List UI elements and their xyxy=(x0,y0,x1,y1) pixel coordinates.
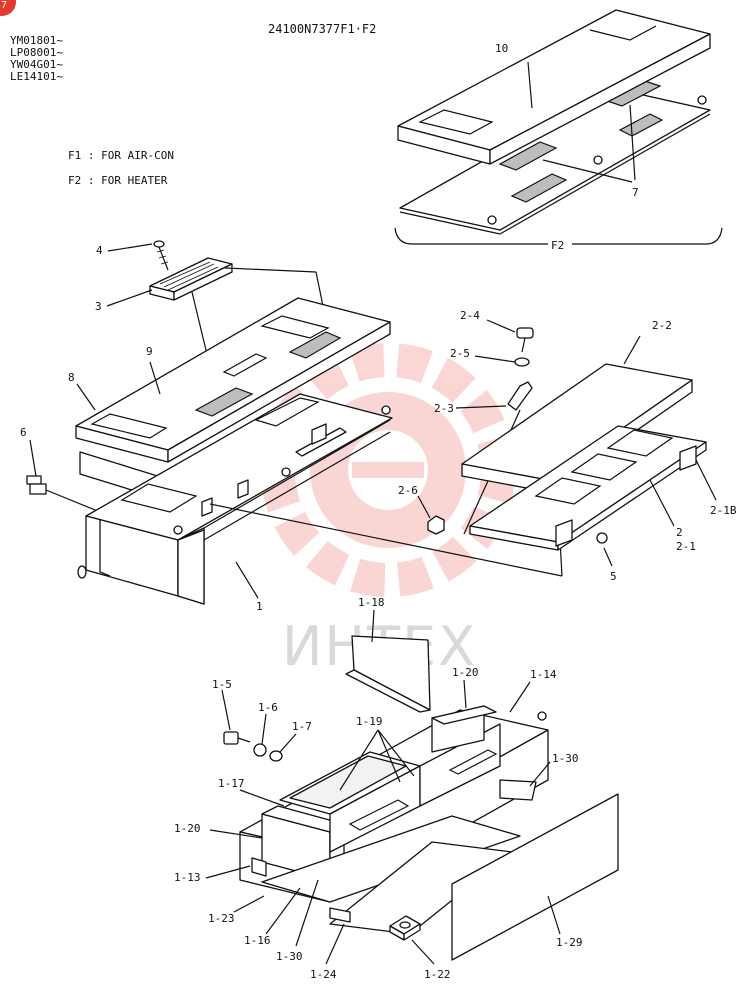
serial-3: YW04G01~ xyxy=(10,58,63,71)
callout-9: 9 xyxy=(146,345,153,358)
diagram-title: 24100N7377F1·F2 xyxy=(268,22,376,36)
callout-2-2: 2-2 xyxy=(652,319,672,332)
callout-2-5: 2-5 xyxy=(450,347,470,360)
callout-10: 10 xyxy=(495,42,508,55)
bolt-6 xyxy=(26,439,101,513)
corner-mark: 7 xyxy=(1,0,7,11)
corner-badge: 7 xyxy=(0,0,16,16)
lower-assembly: 1-18 1-5 1-6 1-7 xyxy=(174,596,619,981)
callout-2: 2 xyxy=(676,526,683,539)
callout-2-1: 2-1 xyxy=(676,540,696,553)
callout-3: 3 xyxy=(95,300,102,313)
screw-4 xyxy=(153,240,169,271)
vent-grille-3 xyxy=(149,257,233,301)
callout-1-5: 1-5 xyxy=(212,678,232,691)
frame-assembly-2: 2-4 2-5 2-3 2-2 2-1B 2 2-1 2-6 xyxy=(398,309,737,583)
callout-1-13: 1-13 xyxy=(174,871,201,884)
callout-1-20-left: 1-20 xyxy=(174,822,201,835)
callout-1-18: 1-18 xyxy=(358,596,385,609)
callout-4: 4 xyxy=(96,244,103,257)
callout-8: 8 xyxy=(68,371,75,384)
callout-6: 6 xyxy=(20,426,27,439)
callout-1-7: 1-7 xyxy=(292,720,312,733)
serial-4: LE14101~ xyxy=(10,70,63,83)
screw-1-5 xyxy=(223,731,251,745)
washer-1-6 xyxy=(253,743,267,757)
callout-1-23: 1-23 xyxy=(208,912,235,925)
inset-f2: F2 10 7 xyxy=(394,9,723,252)
panel-1-18 xyxy=(351,635,431,711)
callout-5: 5 xyxy=(610,570,617,583)
callout-2-3: 2-3 xyxy=(434,402,454,415)
callout-1-14: 1-14 xyxy=(530,668,557,681)
bracket-2-3 xyxy=(507,381,533,411)
upper-assembly: 4 3 9 8 xyxy=(20,240,563,613)
washer-1-7 xyxy=(269,750,283,762)
washer-2-5 xyxy=(514,357,530,367)
callout-1-29: 1-29 xyxy=(556,936,583,949)
nut-2-6 xyxy=(427,515,445,535)
inset-bracket-left xyxy=(394,227,548,245)
callout-1-24: 1-24 xyxy=(310,968,337,981)
callout-1-16: 1-16 xyxy=(244,934,271,947)
legend-f1: F1 : FOR AIR-CON xyxy=(68,149,174,162)
inset-bracket-right xyxy=(572,227,723,245)
callout-1-17: 1-17 xyxy=(218,777,245,790)
callout-7: 7 xyxy=(632,186,639,199)
bolt-2-4 xyxy=(516,327,534,353)
callout-1-22: 1-22 xyxy=(424,968,451,981)
serial-1: YM01801~ xyxy=(10,34,63,47)
callout-1: 1 xyxy=(256,600,263,613)
callout-2-1b: 2-1B xyxy=(710,504,737,517)
callout-1-19: 1-19 xyxy=(356,715,383,728)
housing-1 xyxy=(77,393,393,605)
callout-1-20-right: 1-20 xyxy=(452,666,479,679)
legend-f2: F2 : FOR HEATER xyxy=(68,174,168,187)
callout-1-30-right: 1-30 xyxy=(552,752,579,765)
callout-1-30-left: 1-30 xyxy=(276,950,303,963)
panel-1-29 xyxy=(451,793,619,961)
inset-label: F2 xyxy=(551,239,564,252)
callout-2-4: 2-4 xyxy=(460,309,480,322)
callout-2-6: 2-6 xyxy=(398,484,418,497)
callout-1-6: 1-6 xyxy=(258,701,278,714)
serial-2: LP08001~ xyxy=(10,46,63,59)
plate-1-16 xyxy=(261,815,521,903)
